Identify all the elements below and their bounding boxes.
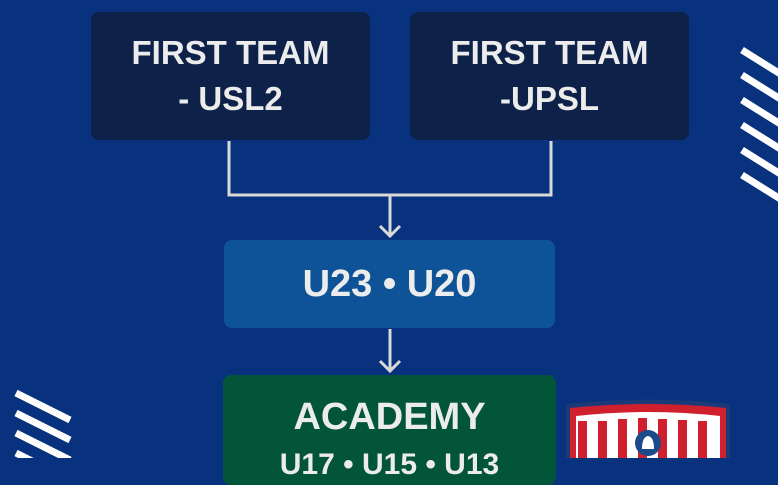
box-line2: - USL2 — [178, 80, 283, 117]
connectors — [14, 47, 778, 458]
box-line1: FIRST TEAM — [450, 34, 649, 71]
academy-subtitle: U17 • U15 • U13 — [279, 448, 500, 481]
box-line1: FIRST TEAM — [131, 34, 330, 71]
box-line2: -UPSL — [500, 80, 599, 117]
u23-u20-box: U23 • U20 — [224, 240, 555, 328]
academy-box: ACADEMY U17 • U15 • U13 — [223, 375, 556, 485]
box-label: U23 • U20 — [302, 262, 477, 305]
club-crest-logo — [566, 399, 730, 458]
first-team-upsl-box: FIRST TEAM -UPSL — [410, 12, 689, 140]
first-team-usl2-box: FIRST TEAM - USL2 — [91, 12, 370, 140]
connector-lines — [227, 141, 553, 374]
decorative-stripes-left — [14, 389, 72, 458]
decorative-stripes-right — [740, 47, 778, 202]
academy-title: ACADEMY — [293, 396, 486, 438]
